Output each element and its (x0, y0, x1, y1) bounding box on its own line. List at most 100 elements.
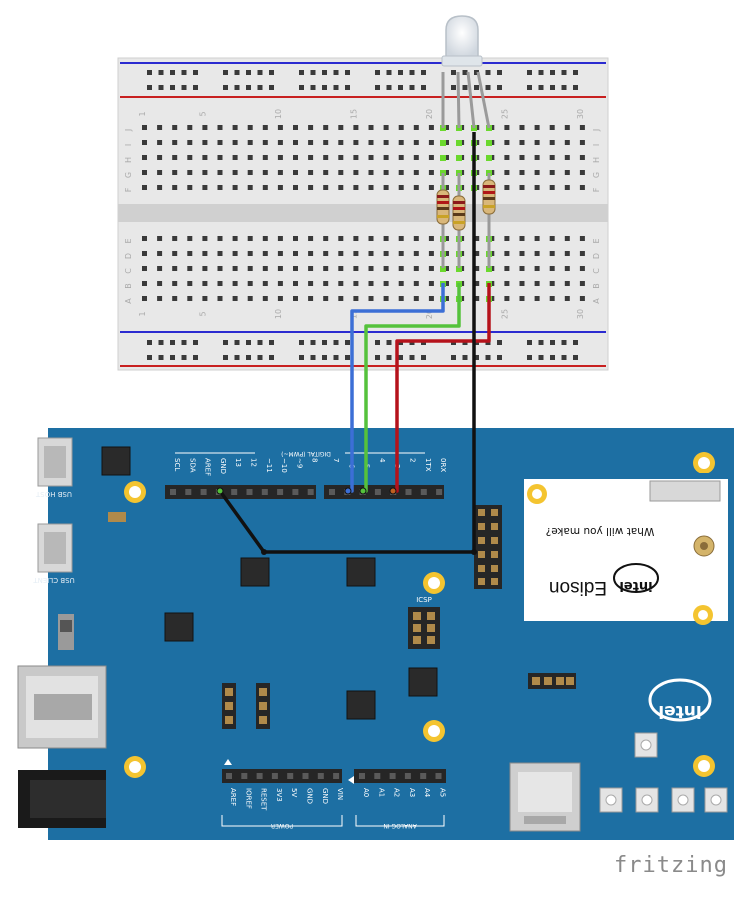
digital-pin-label: 0RX (439, 458, 447, 472)
resistor-3 (482, 173, 496, 268)
row-letter: F (592, 187, 601, 192)
power-header (222, 759, 342, 783)
dc-power-jack (18, 770, 106, 828)
rgb-led (441, 15, 491, 129)
analog-pin-label: A0 (362, 788, 370, 797)
edison-arduino-board: USB HOST USB CLIENT (17, 428, 734, 840)
column-number: 5 (198, 111, 207, 116)
power-pin-label: 5V (290, 788, 298, 797)
icsp-header (408, 607, 440, 649)
breadboard-holes (142, 70, 585, 360)
resistor-2 (452, 173, 466, 268)
column-number: 20 (425, 309, 434, 319)
resistor-1 (436, 173, 450, 268)
svg-text:intel: intel (619, 578, 652, 593)
power-pin-label: IOREF (244, 788, 252, 809)
row-letter: I (592, 144, 601, 146)
analog-pin-label: A5 (439, 788, 447, 797)
column-number: 15 (349, 309, 358, 319)
analog-pin-labels: A0 A1 A2 A3 A4 A5 (362, 788, 447, 798)
usb-host-connector (37, 437, 73, 487)
row-letter: B (124, 283, 133, 289)
digital-pin-label: SCL (173, 458, 181, 471)
analog-pin-label: A4 (423, 788, 431, 798)
digital-pin-label: ~10 (280, 458, 288, 473)
column-number: 1 (138, 311, 147, 316)
mounting-holes (124, 452, 715, 778)
row-letter: E (124, 238, 133, 243)
row-letter: D (124, 253, 133, 259)
digital-pin-label: 1TX (424, 458, 432, 472)
usb-client-label: USB CLIENT (33, 576, 75, 584)
column-number: 1 (138, 111, 147, 116)
digital-header (165, 485, 444, 499)
row-letter: F (124, 187, 133, 192)
intel-logo-small (613, 563, 659, 593)
column-number: 10 (274, 109, 283, 119)
header-1x4 (528, 673, 576, 689)
analog-pin-label: A3 (408, 788, 416, 797)
column-number: 10 (274, 309, 283, 319)
digital-pin-label: 2 (409, 458, 417, 462)
intel-logo: intel (648, 678, 712, 722)
usb-a-jack (17, 665, 107, 749)
row-letter: A (124, 298, 133, 304)
push-buttons[interactable] (599, 732, 728, 813)
row-letter: I (124, 144, 133, 146)
header-2x6 (474, 505, 502, 589)
row-letter: G (592, 172, 601, 178)
row-letter: B (592, 283, 601, 289)
row-letter: D (592, 253, 601, 259)
digital-header-title: DIGITAL (PWM~) (281, 450, 331, 457)
edison-module: What will you make? Edison intel (518, 473, 734, 627)
jumper-header-left (222, 683, 236, 729)
column-number: 25 (500, 109, 509, 119)
jumper-header-right (256, 683, 270, 729)
digital-pin-label: 13 (234, 458, 242, 467)
row-letter: E (592, 238, 601, 243)
edison-name: Edison (549, 577, 607, 598)
analog-pin-label: A1 (377, 788, 385, 797)
digital-pin-label: ~9 (295, 458, 303, 468)
icsp-label: ICSP (416, 596, 432, 604)
digital-pin-label: GND (219, 458, 227, 474)
row-letter: A (592, 298, 601, 304)
row-letter: H (592, 157, 601, 163)
power-pin-label: GND (321, 788, 329, 804)
power-pin-label: 3V3 (275, 788, 283, 802)
row-letter: G (124, 172, 133, 178)
row-letter: C (124, 268, 133, 274)
ic-chips (101, 446, 438, 720)
digital-pin-label: AREF (204, 458, 212, 476)
wire-endpoints (216, 487, 477, 555)
wire-black (218, 132, 476, 554)
power-pin-label: AREF (229, 788, 237, 806)
usb-client-connector (37, 523, 73, 573)
analog-pin-label: A2 (393, 788, 401, 797)
analog-header (348, 769, 446, 784)
digital-pin-label: 8 (311, 458, 319, 462)
digital-pin-label: 4 (378, 458, 386, 463)
column-number: 20 (425, 109, 434, 119)
row-letter: J (124, 129, 133, 132)
row-letter: C (592, 268, 601, 274)
power-pin-label: GND (306, 788, 314, 804)
digital-pin-label: 12 (250, 458, 258, 467)
column-number: 25 (500, 309, 509, 319)
breadboard-center-channel (118, 204, 608, 222)
fritzing-watermark: fritzing (614, 853, 728, 878)
row-letter: H (124, 157, 133, 163)
sd-card-slot (509, 762, 581, 832)
onboard-led (108, 512, 126, 522)
column-number: 30 (576, 109, 585, 119)
svg-text:intel: intel (658, 701, 701, 721)
power-pin-label: VIN (336, 788, 344, 800)
column-number: 30 (576, 309, 585, 319)
edison-tagline: What will you make? (546, 525, 655, 537)
